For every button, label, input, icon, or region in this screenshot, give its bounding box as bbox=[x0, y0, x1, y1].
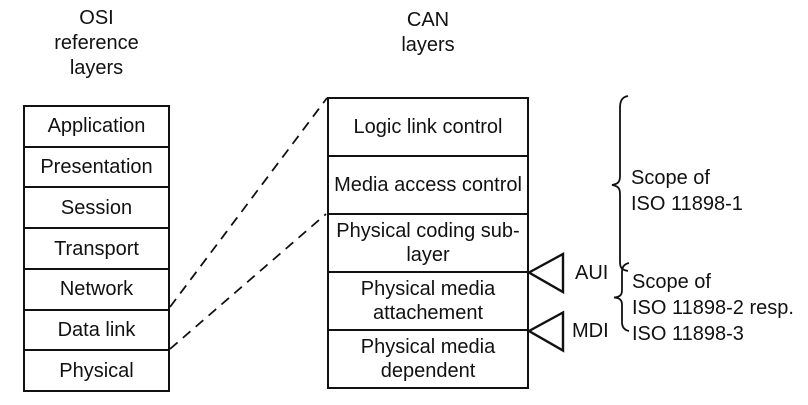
can-layer-physical-media-dependent: Physical media dependent bbox=[329, 329, 527, 387]
brace-iso-11898-1 bbox=[611, 95, 629, 272]
can-title-line-1: CAN bbox=[406, 9, 450, 31]
dashed-connector-bottom bbox=[169, 213, 327, 350]
osi-layer-physical: Physical bbox=[25, 349, 168, 390]
osi-title-line-2: reference bbox=[54, 32, 139, 54]
osi-layer-session: Session bbox=[25, 186, 168, 227]
osi-layer-transport: Transport bbox=[25, 227, 168, 268]
can-layer-media-access-control: Media access control bbox=[329, 155, 527, 213]
can-column-title: CAN layers bbox=[327, 8, 529, 58]
scope-iso-11898-2-3: Scope of ISO 11898-2 resp. ISO 11898-3 bbox=[632, 269, 794, 347]
scope-2-line-2: ISO 11898-2 resp. bbox=[632, 297, 794, 319]
scope-2-line-1: Scope of bbox=[632, 271, 711, 293]
can-layer-physical-coding-sublayer: Physical coding sub-layer bbox=[329, 213, 527, 271]
osi-layer-data-link: Data link bbox=[25, 308, 168, 350]
scope-iso-11898-1: Scope of ISO 11898-1 bbox=[631, 165, 743, 217]
osi-layer-stack: Application Presentation Session Transpo… bbox=[23, 105, 170, 392]
aui-label: AUI bbox=[575, 262, 609, 284]
mdi-label: MDI bbox=[572, 320, 609, 342]
mdi-triangle-icon bbox=[526, 310, 565, 353]
scope-2-line-3: ISO 11898-3 bbox=[632, 323, 744, 345]
osi-title-line-3: layers bbox=[69, 57, 124, 79]
scope-1-line-2: ISO 11898-1 bbox=[631, 193, 743, 215]
osi-layer-presentation: Presentation bbox=[25, 145, 168, 187]
aui-triangle-icon bbox=[526, 251, 565, 295]
brace-iso-11898-2-3 bbox=[613, 262, 630, 332]
scope-1-line-1: Scope of bbox=[631, 167, 710, 189]
dashed-connector-top bbox=[169, 97, 328, 308]
osi-layer-application: Application bbox=[47, 115, 146, 138]
can-title-line-2: layers bbox=[401, 34, 455, 56]
osi-title-line-1: OSI bbox=[79, 7, 114, 29]
can-layer-physical-media-attachement: Physical media attachement bbox=[329, 271, 527, 329]
can-layer-stack: Logic link control Media access control … bbox=[327, 97, 529, 389]
osi-layer-network: Network bbox=[25, 267, 168, 309]
can-layer-logic-link-control: Logic link control bbox=[353, 116, 503, 138]
osi-column-title: OSI reference layers bbox=[23, 6, 170, 81]
